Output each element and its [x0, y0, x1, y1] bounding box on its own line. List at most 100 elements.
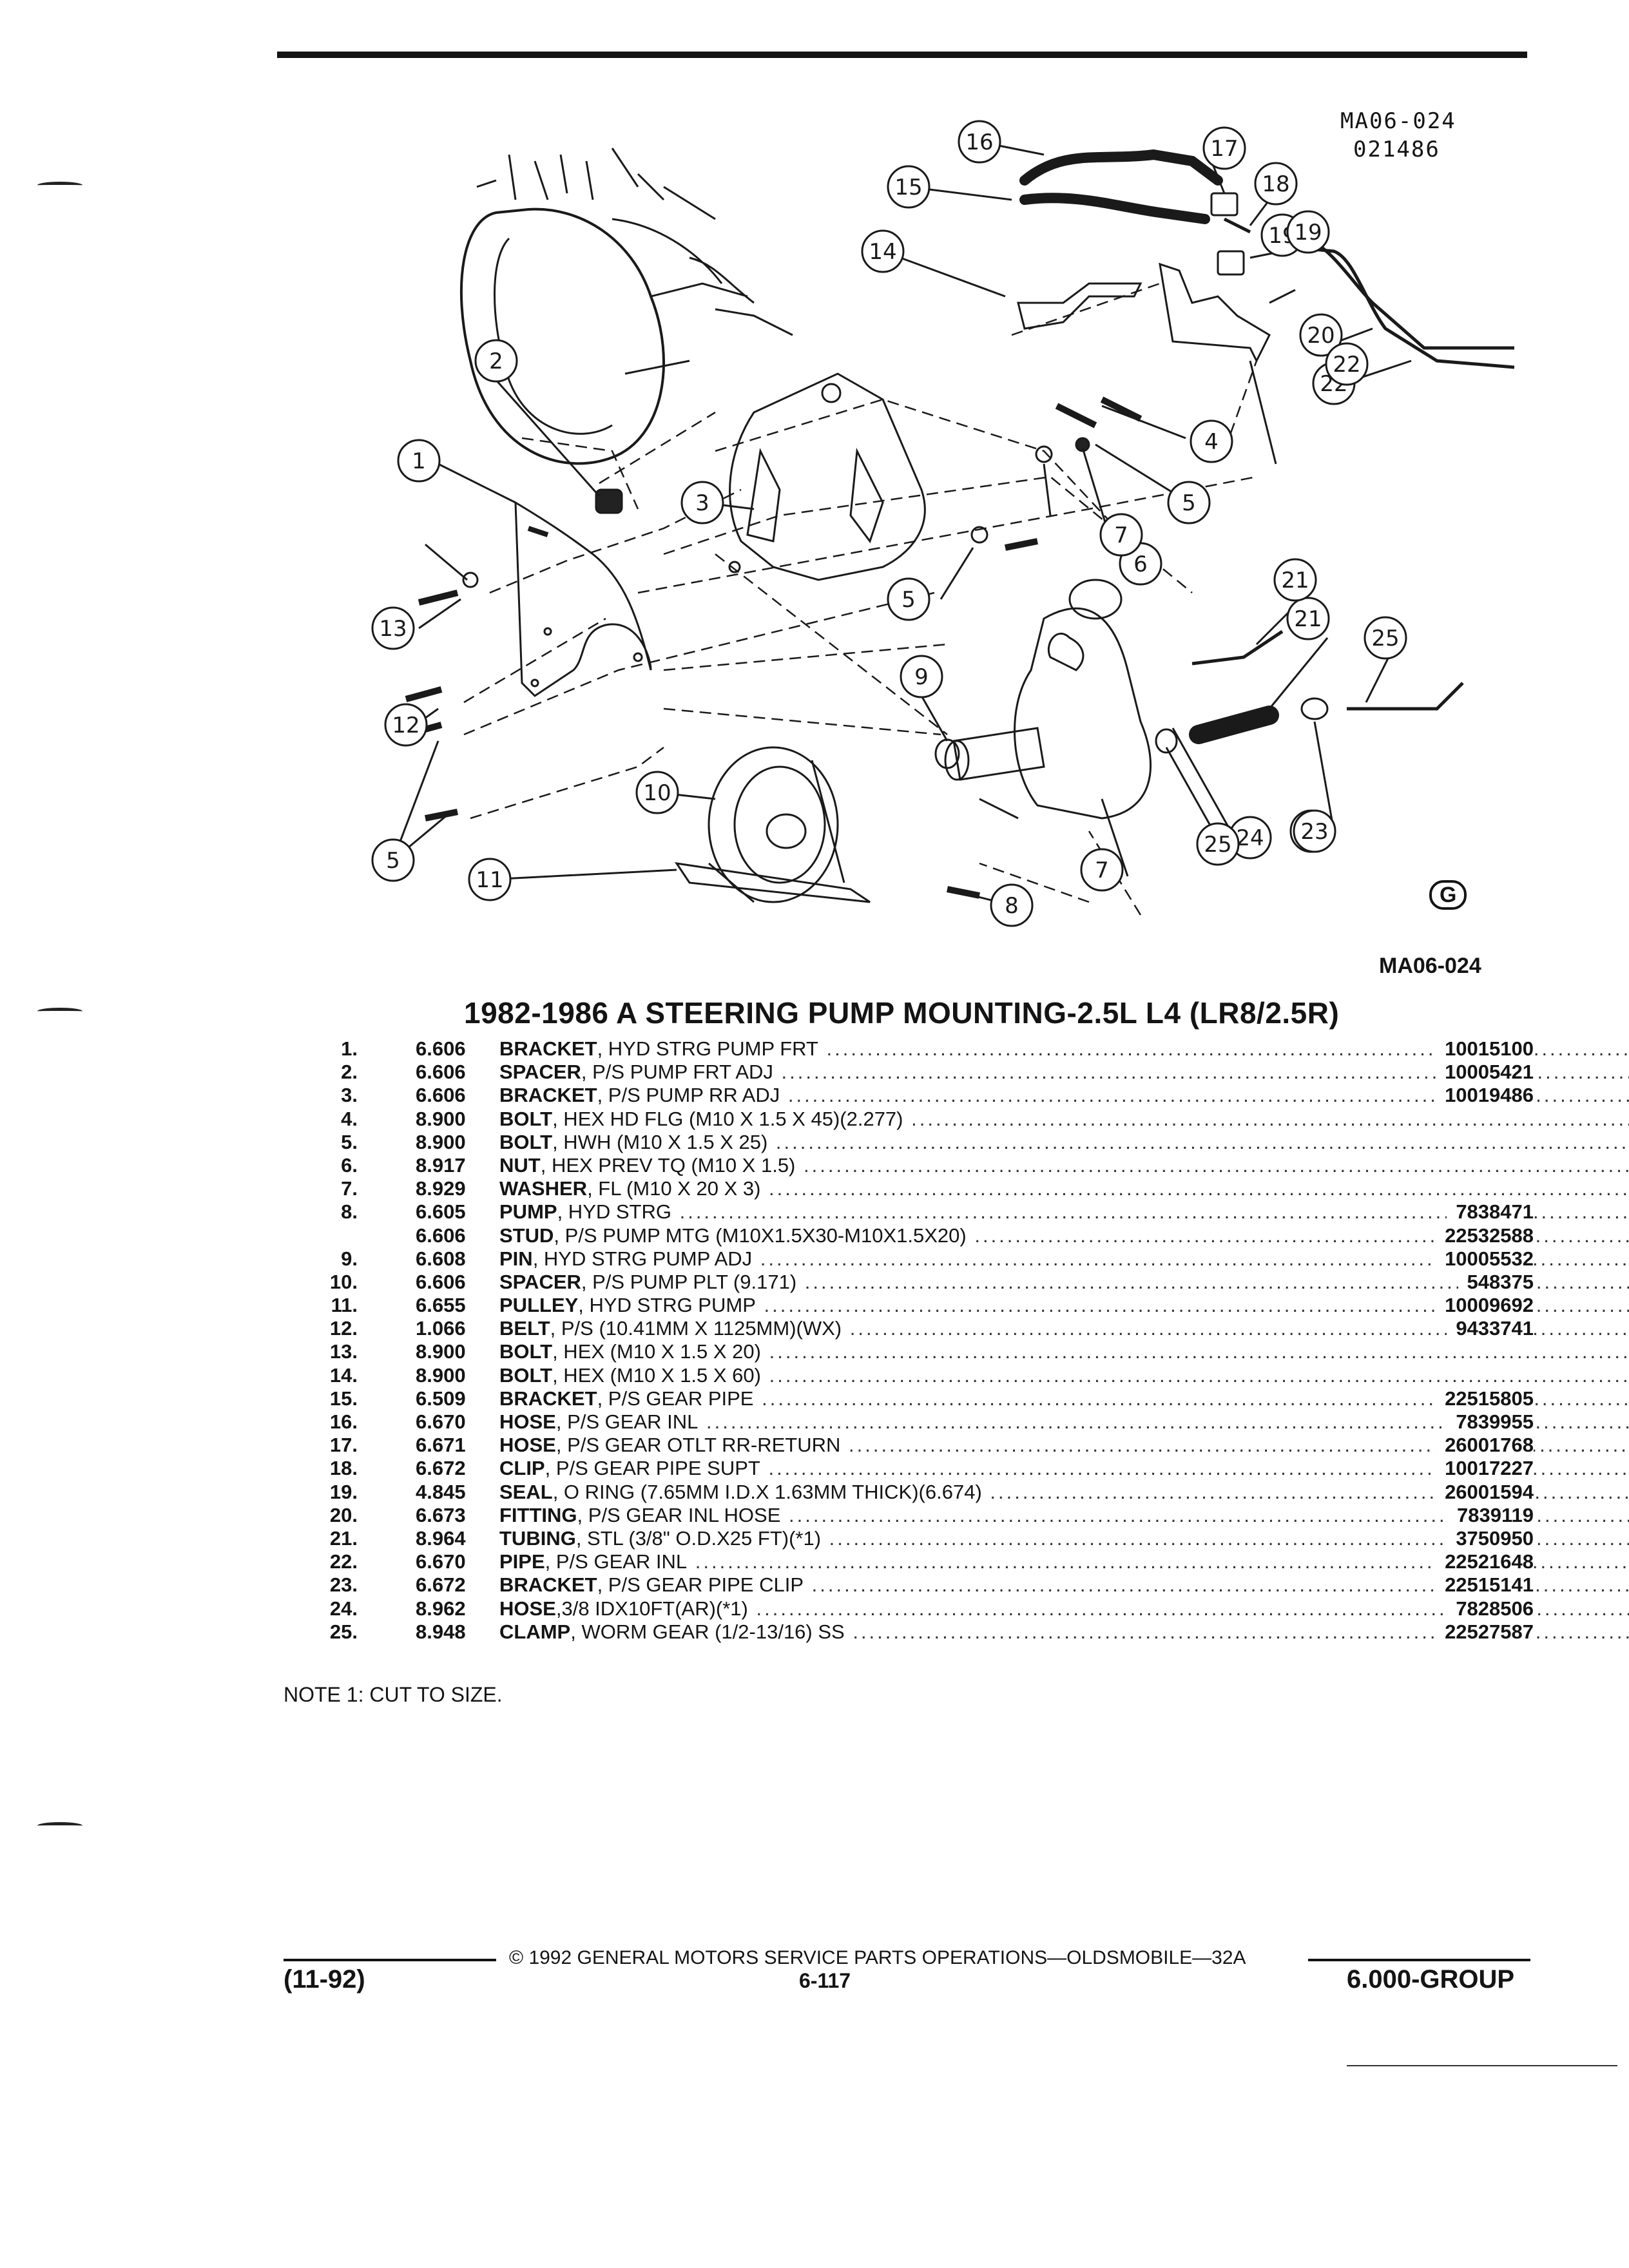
- callout-label: 19: [1294, 220, 1322, 245]
- item-number: 22.: [329, 1550, 358, 1573]
- margin-mark: [37, 182, 82, 189]
- part-number: 22527587: [1436, 1620, 1534, 1644]
- callout-9: 9: [900, 655, 943, 698]
- group-number: 8.900: [416, 1340, 466, 1363]
- callout-1: 1: [397, 439, 441, 483]
- part-description: WASHER, FL (M10 X 20 X 3) ..............…: [499, 1177, 1629, 1200]
- part-name: WASHER: [499, 1177, 588, 1200]
- pump-drawing: [944, 579, 1152, 820]
- callout-label: 3: [695, 490, 709, 516]
- callout-5: 5: [887, 577, 930, 621]
- part-number: 7839119: [1448, 1503, 1534, 1527]
- group-number: 8.929: [416, 1177, 466, 1200]
- part-name: BRACKET: [499, 1084, 597, 1107]
- callout-label: 5: [901, 587, 916, 613]
- part-description: NUT, HEX PREV TQ (M10 X 1.5) ...........…: [499, 1154, 1629, 1177]
- part-name: HOSE: [499, 1597, 556, 1620]
- callout-label: 24: [1236, 825, 1264, 851]
- bracket-23-drawing: [1159, 262, 1271, 363]
- engine-block-drawing: [459, 148, 793, 465]
- bracket-15-drawing: [1017, 282, 1142, 330]
- part-detail: , P/S (10.41MM X 1125MM)(WX): [550, 1317, 842, 1340]
- part-name: BRACKET: [499, 1387, 597, 1410]
- callout-22: 22: [1325, 342, 1369, 386]
- part-detail: , P/S GEAR INL: [555, 1410, 699, 1433]
- part-name: CLAMP: [499, 1620, 571, 1643]
- figure-code-top: MA06-024 021486: [1340, 107, 1456, 164]
- part-detail: , P/S GEAR INL HOSE: [577, 1503, 781, 1526]
- callout-7: 7: [1099, 513, 1143, 557]
- part-detail: , WORM GEAR (1/2-13/16) SS: [570, 1620, 845, 1643]
- item-number: 18.: [329, 1457, 358, 1480]
- top-rule: [277, 52, 1527, 58]
- leader-dots: ........................................…: [804, 1153, 1629, 1177]
- item-number: 19.: [329, 1480, 358, 1503]
- figure-code-bottom: MA06-024: [1379, 954, 1481, 978]
- lower-tubing-drawing: [1347, 682, 1464, 711]
- callout-21: 21: [1286, 597, 1330, 640]
- part-description: BOLT, HEX (M10 X 1.5 X 60) .............…: [499, 1364, 1629, 1387]
- part-name: BRACKET: [499, 1573, 597, 1597]
- page-title: 1982-1986 A STEERING PUMP MOUNTING-2.5L …: [464, 996, 1340, 1030]
- callout-label: 16: [965, 130, 993, 155]
- callout-label: 20: [1307, 323, 1335, 349]
- callout-label: 18: [1262, 171, 1289, 197]
- fitting-drawing: [1217, 250, 1245, 276]
- part-detail: , P/S GEAR PIPE SUPT: [545, 1457, 760, 1480]
- lower-hose-drawing: [1189, 706, 1279, 744]
- margin-mark: [37, 1008, 82, 1015]
- part-name: SPACER: [499, 1061, 581, 1084]
- part-detail: , HWH (M10 X 1.5 X 25): [552, 1130, 768, 1153]
- revision-date: (11-92): [284, 1965, 365, 1994]
- item-number: 23.: [329, 1573, 358, 1597]
- part-name: PIPE: [499, 1550, 545, 1573]
- callout-label: 13: [379, 616, 407, 642]
- callout-label: 21: [1294, 606, 1322, 632]
- group-number: 8.917: [416, 1153, 466, 1177]
- footnote: NOTE 1: CUT TO SIZE.: [284, 1683, 503, 1706]
- part-detail: , HYD STRG PUMP FRT: [597, 1037, 818, 1060]
- part-number: 548375: [1458, 1270, 1534, 1294]
- callout-5: 5: [371, 838, 415, 882]
- trailing-rule: [1347, 2065, 1617, 2066]
- part-name: BOLT: [499, 1363, 553, 1387]
- leader-dots: ........................................…: [911, 1107, 1629, 1130]
- callouts: [392, 140, 1412, 907]
- callout-label: 8: [1005, 893, 1019, 919]
- part-detail: , FL (M10 X 20 X 3): [587, 1177, 761, 1200]
- part-description: BOLT, HWH (M10 X 1.5 X 25) .............…: [499, 1131, 1629, 1154]
- group-number: 6.655: [416, 1294, 466, 1317]
- callout-label: 7: [1114, 523, 1128, 548]
- group-number: 8.964: [416, 1526, 466, 1550]
- group-number: 1.066: [416, 1317, 466, 1340]
- part-number: 7828506: [1447, 1597, 1534, 1620]
- part-number: 10019486: [1436, 1084, 1534, 1108]
- part-detail: , P/S PUMP FRT ADJ: [581, 1061, 773, 1084]
- part-detail: , P/S GEAR OTLT RR-RETURN: [555, 1434, 841, 1457]
- part-name: BELT: [499, 1317, 550, 1340]
- part-number: 7839955: [1447, 1410, 1534, 1434]
- group-number: 6.606: [416, 1224, 466, 1247]
- item-number: 5.: [341, 1130, 358, 1153]
- part-detail: , P/S GEAR PIPE CLIP: [597, 1573, 804, 1597]
- callout-label: 15: [894, 175, 922, 200]
- callout-label: 21: [1281, 568, 1309, 593]
- group-number: 6.608: [416, 1247, 466, 1270]
- part-description: BOLT, HEX (M10 X 1.5 X 20) .............…: [499, 1340, 1629, 1363]
- item-number: 8.: [341, 1200, 358, 1224]
- callout-21: 21: [1273, 558, 1317, 602]
- exploded-parts-diagram: 1234555677891011121314151617181919192021…: [371, 120, 1514, 927]
